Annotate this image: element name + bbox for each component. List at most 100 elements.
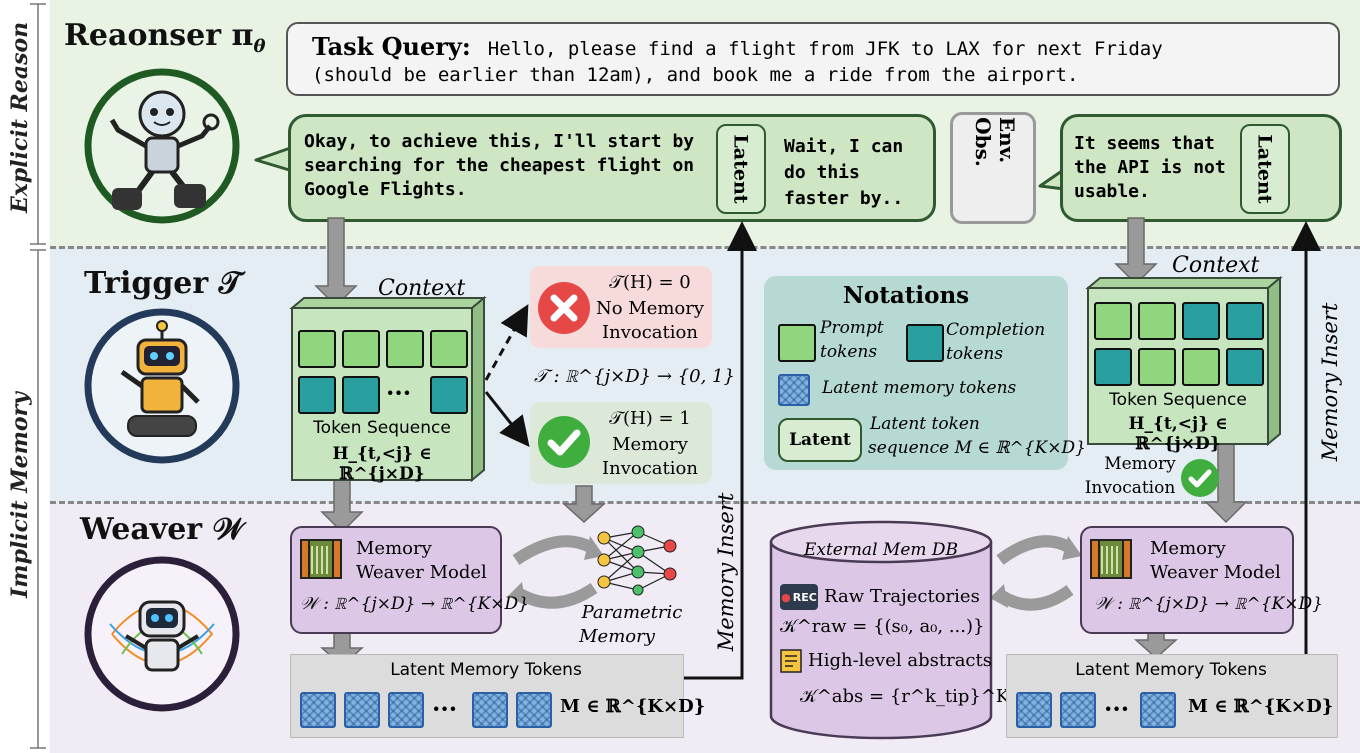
no-formula: 𝒯(H) = 0: [609, 272, 691, 293]
context-left-caption: Token Sequence: [313, 418, 451, 438]
yes-label-1: Memory: [612, 434, 688, 455]
no-label-1: No Memory: [595, 298, 705, 319]
x-icon: [538, 282, 590, 334]
left-axis-lines: [30, 3, 46, 749]
memory-token-legend: [778, 374, 810, 406]
prompt-token: [386, 330, 424, 368]
memory-token: [472, 692, 508, 728]
latent-pill-legend: Latent: [778, 418, 862, 462]
memory-token: [1060, 692, 1096, 728]
weaver-right-line2: Weaver Model: [1150, 562, 1281, 583]
weaver-title: Weaver 𝒲: [80, 512, 244, 547]
parametric-line2: Memory: [579, 626, 655, 647]
completion-token: [298, 376, 336, 414]
bubble1-after: Wait, I can do this faster by..: [784, 136, 904, 209]
memory-token: [388, 692, 424, 728]
external-db-abs: High-level abstracts: [808, 650, 992, 671]
latent-pill-1: Latent: [716, 124, 766, 214]
divider-bottom: [50, 501, 1360, 504]
latent-seq-legend-1: Latent token: [870, 414, 980, 434]
latent-seq-legend-2: sequence M ∈ ℝ^{K×D}: [868, 438, 1086, 458]
completion-token: [342, 376, 380, 414]
note-icon: [780, 649, 802, 673]
prompt-token: [342, 330, 380, 368]
check-icon: [1181, 459, 1219, 497]
prompt-token: [1138, 302, 1176, 340]
completion-token-legend: [906, 324, 944, 362]
trigger-title: Trigger 𝒯: [84, 266, 242, 301]
loom-icon: [1090, 539, 1132, 579]
context-left-dots: ···: [386, 378, 412, 407]
prompt-legend-2: tokens: [820, 342, 878, 362]
bubble1-text: Okay, to achieve this, I'll start by sea…: [304, 131, 695, 200]
external-db-title: External Mem DB: [803, 540, 959, 560]
context-left-formula: H_{t,<j} ∈ ℝ^{j×D}: [332, 444, 432, 484]
completion-token: [1226, 348, 1264, 386]
env-obs-box: [950, 112, 1036, 224]
context-right-formula: H_{t,<j} ∈ ℝ^{j×D}: [1128, 414, 1228, 454]
task-query-box: [286, 22, 1340, 96]
task-query-label: Task Query:: [312, 32, 471, 61]
reasoner-robot-avatar: [84, 68, 240, 224]
weaver-left-line1: Memory: [356, 538, 432, 559]
right-invocation-1: Memory: [1104, 454, 1176, 474]
memory-token: [1140, 692, 1176, 728]
memory-token: [300, 692, 336, 728]
check-icon: [538, 416, 590, 468]
prompt-token: [1182, 348, 1220, 386]
completion-token: [1094, 348, 1132, 386]
completion-token: [1226, 302, 1264, 340]
external-db-raw: Raw Trajectories: [824, 586, 980, 607]
memory-insert-right-label: Memory Insert: [1318, 302, 1342, 462]
bubble2-text: It seems that the API is not usable.: [1074, 133, 1226, 202]
prompt-token: [430, 330, 468, 368]
prompt-legend-1: Prompt: [820, 318, 884, 338]
latent-tokens-right-title: Latent Memory Tokens: [1075, 660, 1267, 680]
external-db-cylinder: [769, 520, 993, 740]
rec-icon: ●REC: [780, 584, 818, 610]
weaver-right-formula: 𝒲 : ℝ^{j×D} → ℝ^{K×D}: [1094, 594, 1323, 614]
weaver-left-line2: Weaver Model: [356, 562, 487, 583]
memory-insert-left-label: Memory Insert: [714, 492, 738, 652]
reasoner-bubble-1: [288, 114, 936, 222]
weaver-robot-avatar: [84, 556, 240, 712]
context-right-title: Context: [1172, 253, 1260, 278]
no-label-2: Invocation: [602, 322, 698, 343]
latent-tokens-left-formula: M ∈ ℝ^{K×D}: [560, 696, 706, 717]
weaver-right-line1: Memory: [1150, 538, 1226, 559]
completion-token: [1182, 302, 1220, 340]
latent-pill-2: Latent: [1240, 124, 1290, 214]
notations-title: Notations: [842, 282, 970, 309]
neural-network-icon: [597, 525, 677, 596]
memory-token: [344, 692, 380, 728]
reasoner-bubble-2: [1060, 114, 1342, 222]
latent-tokens-left-dots: ···: [432, 694, 458, 723]
trigger-map: 𝒯 : ℝ^{j×D} → {0, 1}: [534, 366, 735, 387]
reasoner-title: Reaonser πθ: [64, 18, 266, 57]
right-invocation-2: Invocation: [1084, 478, 1176, 498]
yes-label-2: Invocation: [602, 458, 698, 479]
completion-legend-2: tokens: [946, 344, 1004, 364]
memory-token: [1016, 692, 1052, 728]
trigger-robot-avatar: [84, 308, 240, 464]
prompt-token: [298, 330, 336, 368]
latent-tokens-right-formula: M ∈ ℝ^{K×D}: [1188, 696, 1334, 717]
completion-legend-1: Completion: [946, 320, 1046, 340]
yes-formula: 𝒯(H) = 1: [609, 408, 691, 429]
completion-token: [430, 376, 468, 414]
latent-tokens-right-dots: ···: [1104, 694, 1130, 723]
prompt-token-legend: [778, 324, 816, 362]
weaver-left-formula: 𝒲 : ℝ^{j×D} → ℝ^{K×D}: [300, 594, 529, 614]
memory-legend: Latent memory tokens: [822, 378, 1017, 398]
task-query-line2: (should be earlier than 12am), and book …: [312, 64, 1079, 86]
prompt-token: [1094, 302, 1132, 340]
divider-top: [50, 246, 1360, 249]
task-query-line1: Task Query: Hello, please find a flight …: [312, 32, 1163, 61]
external-db-raw-formula: 𝒦^raw = {(s₀, a₀, ...)}: [780, 616, 985, 637]
latent-tokens-left-title: Latent Memory Tokens: [390, 660, 582, 680]
loom-icon: [300, 539, 342, 579]
context-right-caption: Token Sequence: [1109, 390, 1247, 410]
context-left-title: Context: [378, 276, 466, 301]
prompt-token: [1138, 348, 1176, 386]
